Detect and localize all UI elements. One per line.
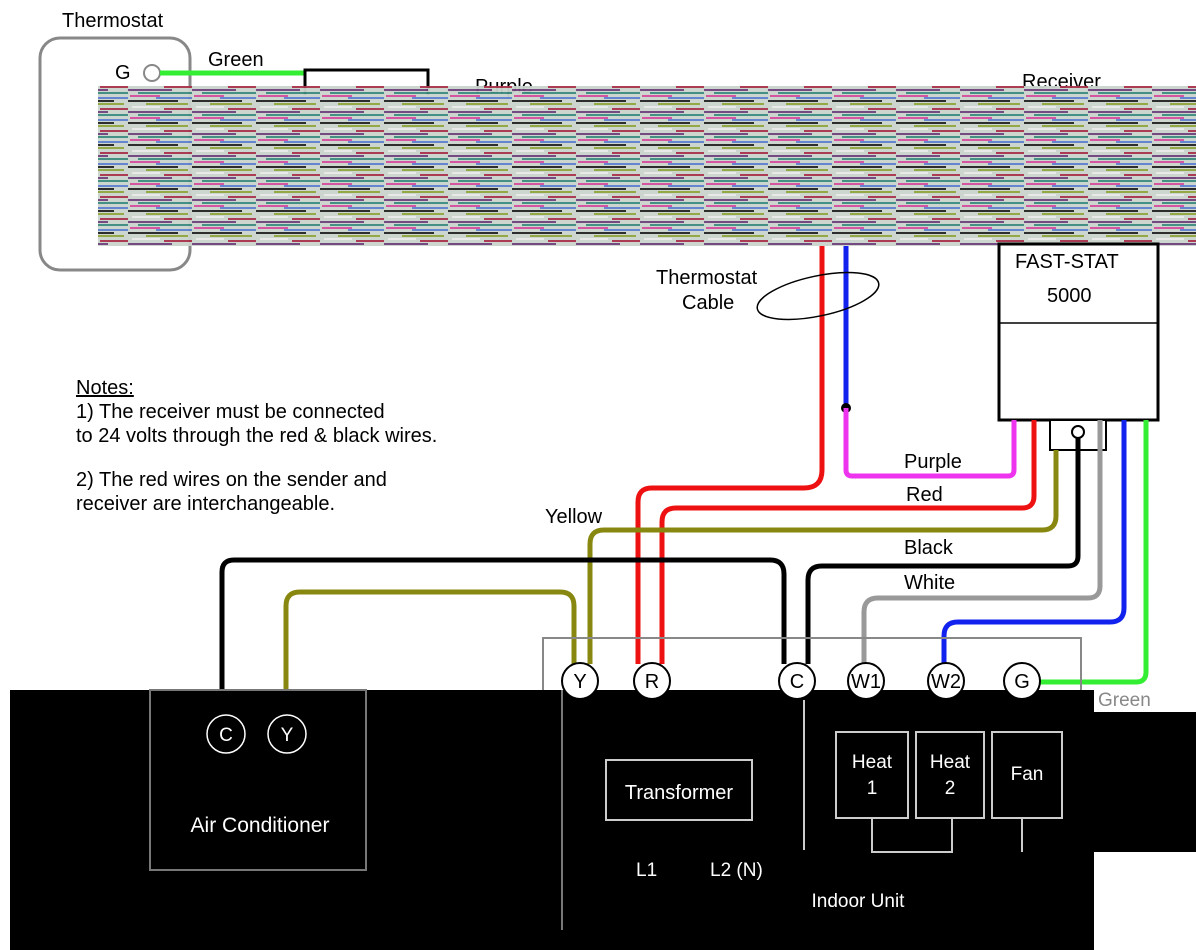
yellow-wire-receiver <box>587 450 1059 664</box>
black-wire-ac <box>219 557 787 700</box>
cable-label-line2: Cable <box>682 292 734 314</box>
white-wire-label: White <box>904 572 955 594</box>
indoor-terminals: Y R C W1 W2 G <box>561 662 1041 700</box>
terminal-y <box>561 662 599 700</box>
heat2-label-line2: 2 <box>945 778 956 799</box>
red-wire-receiver <box>659 420 1037 664</box>
green-bottom-label: Green <box>1098 690 1151 711</box>
notes-heading: Notes: <box>76 377 134 399</box>
terminal-w1-label: W1 <box>851 671 881 693</box>
heat1-label-line2: 1 <box>867 778 878 799</box>
terminal-r-label: R <box>645 671 659 693</box>
equipment-region <box>10 690 1094 950</box>
green-wire-bottom <box>1040 420 1149 685</box>
receiver-terminal-screw <box>1071 425 1085 439</box>
receiver-model-line1: FAST-STAT <box>1015 251 1119 273</box>
cable-ellipse <box>756 271 880 321</box>
transformer-label: Transformer <box>625 782 734 804</box>
thermostat-title: Thermostat <box>62 10 164 32</box>
yellow-wire-ac <box>283 589 577 700</box>
note2-line2: receiver are interchangeable. <box>76 493 336 515</box>
terminal-w1 <box>847 662 885 700</box>
notes-spacer <box>76 448 437 468</box>
terminal-c <box>778 662 816 700</box>
heat2-box <box>915 731 985 819</box>
blue-wire <box>941 420 1127 664</box>
thermostat-terminal-label: G <box>115 62 131 84</box>
terminal-y-label: Y <box>573 671 586 693</box>
green-label-strip <box>1094 690 1196 712</box>
sender-box <box>303 68 430 95</box>
notes: Notes: 1) The receiver must be connected… <box>76 376 437 516</box>
heat1-label-line1: Heat <box>852 752 893 773</box>
thermostat-terminal-g <box>143 64 161 82</box>
corrupted-band <box>98 86 1196 246</box>
white-wire <box>861 420 1103 664</box>
equipment-region-right <box>1094 712 1196 852</box>
black-wire-receiver <box>805 438 1081 664</box>
note2-line1: 2) The red wires on the sender and <box>76 469 387 491</box>
air-conditioner-label: Air Conditioner <box>191 814 330 837</box>
ac-terminal-y-label: Y <box>281 725 294 746</box>
yellow-wire-label: Yellow <box>545 506 603 528</box>
l2-label: L2 (N) <box>710 860 763 881</box>
green-wire-top-label: Green <box>208 49 264 71</box>
terminal-g-label: G <box>1014 671 1030 693</box>
black-wire-label: Black <box>904 537 954 559</box>
air-conditioner-box <box>149 689 367 871</box>
terminal-c-label: C <box>790 671 804 693</box>
note1-line2: to 24 volts through the red & black wire… <box>76 425 438 447</box>
terminal-r <box>633 662 671 700</box>
purple-wire <box>843 408 1017 479</box>
l1-label: L1 <box>636 860 657 881</box>
ac-terminal-c-label: C <box>219 725 233 746</box>
terminal-g <box>1003 662 1041 700</box>
fan-box <box>991 731 1063 819</box>
ac-terminal-c <box>206 714 246 754</box>
heater-return-wire <box>871 818 1023 853</box>
fan-label: Fan <box>1011 764 1044 785</box>
red-wire-label: Red <box>906 484 943 506</box>
indoor-unit-label: Indoor Unit <box>812 891 906 912</box>
heat2-label-line1: Heat <box>930 752 971 773</box>
terminal-w2 <box>927 662 965 700</box>
terminal-w2-label: W2 <box>931 671 961 693</box>
cable-label-line1: Thermostat <box>656 267 758 289</box>
receiver-box <box>997 242 1160 422</box>
transformer-box <box>605 759 753 821</box>
ac-terminal-y <box>267 714 307 754</box>
red-wire-cable <box>635 469 825 664</box>
purple-wire-label: Purple <box>904 451 962 473</box>
receiver-model-line2: 5000 <box>1047 285 1092 307</box>
note1-line1: 1) The receiver must be connected <box>76 401 385 423</box>
